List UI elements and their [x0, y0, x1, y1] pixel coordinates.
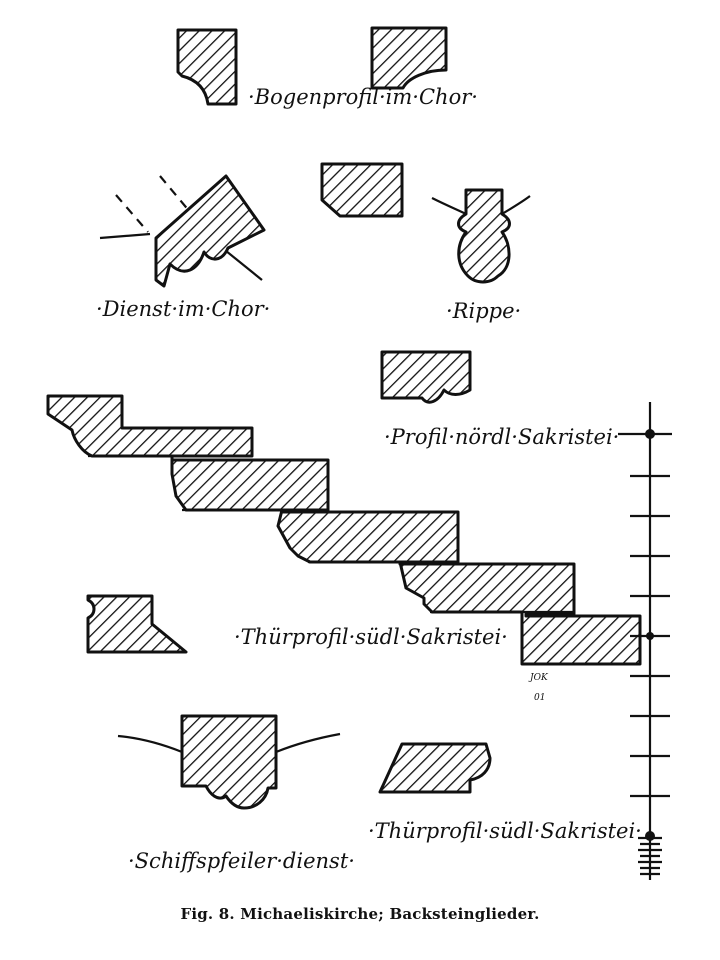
bogenprofil-label: ·Bogenprofil·im·Chor·	[248, 85, 478, 109]
thuerprofil-label-1: ·Thürprofil·südl·Sakristei·	[234, 625, 508, 649]
dienst-label: ·Dienst·im·Chor·	[96, 297, 270, 321]
signature-number: 01	[534, 693, 545, 703]
thuerprofil-lower-shape	[378, 742, 492, 794]
rippe-side-curves	[431, 195, 531, 215]
dienst-dashed-line-2	[159, 175, 191, 213]
dienst-dashed-line-1	[115, 194, 149, 233]
schiffspfeiler-label: ·Schiffspfeiler·dienst·	[128, 849, 355, 873]
scale-bar-fine-ticks	[638, 836, 662, 876]
profil-noerdl-shape	[380, 350, 472, 404]
schiffspfeiler-shape	[180, 714, 278, 810]
schiffspfeiler-side-curves	[117, 732, 341, 754]
scale-bar-top-knob	[645, 429, 655, 439]
scale-bar-bottom-knob	[645, 831, 655, 841]
signature-mark: JOK	[528, 673, 549, 683]
middle-small-profile-shape	[320, 162, 404, 218]
dienst-shape	[154, 174, 266, 288]
profil-noerdl-label: ·Profil·nördl·Sakristei·	[384, 425, 619, 449]
bogenprofil-right-shape	[370, 26, 448, 90]
scale-bar-mid-knob	[646, 632, 654, 640]
rippe-label: ·Rippe·	[446, 299, 521, 323]
dienst-construction-line-1	[99, 232, 151, 240]
rippe-shape	[457, 188, 511, 284]
figure-caption: Fig. 8. Michaeliskirche; Backsteingliede…	[180, 905, 540, 923]
bogenprofil-left-shape	[176, 28, 238, 106]
left-lower-profile-shape	[86, 594, 188, 654]
thuerprofil-label-2: ·Thürprofil·südl·Sakristei·	[368, 819, 642, 843]
